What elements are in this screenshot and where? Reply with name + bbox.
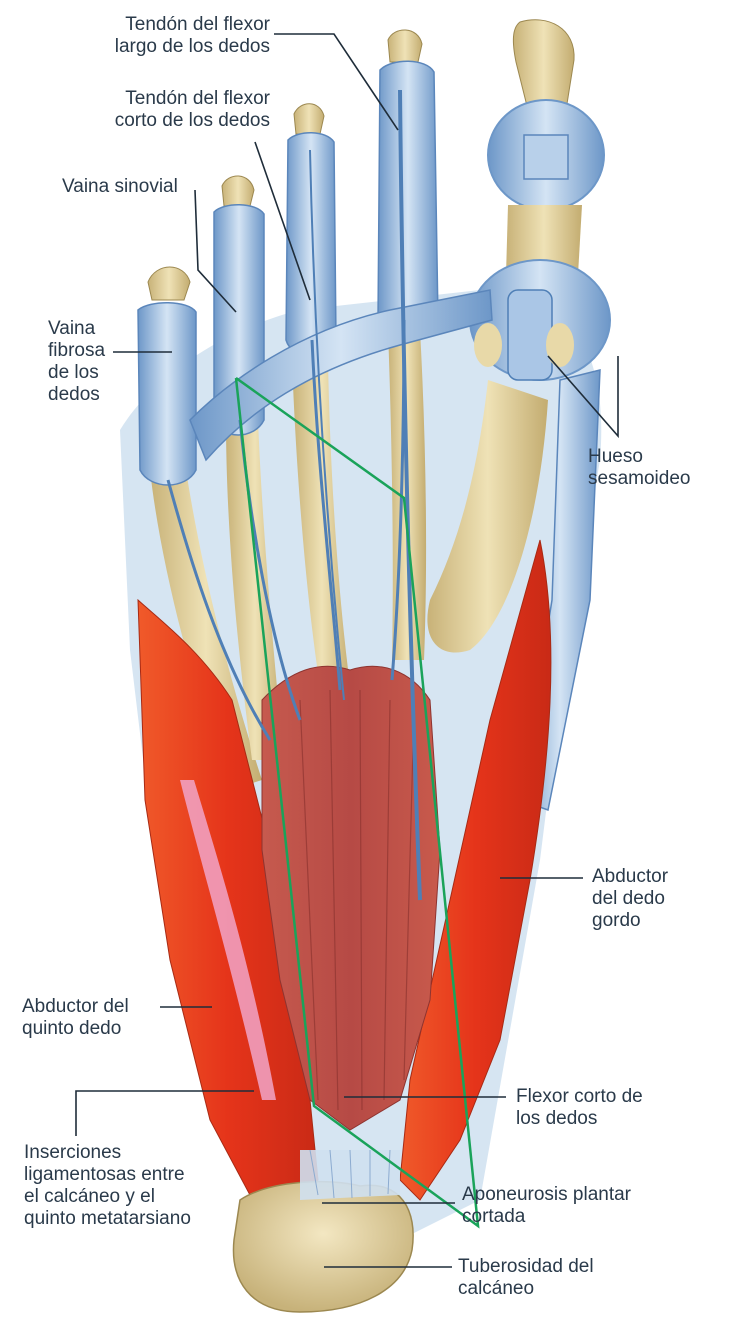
label-line: Tuberosidad del [458, 1256, 594, 1277]
calcaneus-bone [232, 1149, 414, 1313]
label-line: cortada [462, 1206, 526, 1227]
label-line: Flexor corto de [516, 1086, 643, 1107]
label-line: Tendón del flexor [125, 88, 270, 109]
flexor-corto-dedos-muscle [261, 665, 441, 1131]
abductor-quinto-dedo-muscle [137, 598, 319, 1201]
transverse-band [189, 289, 493, 462]
label-line: de los [48, 362, 99, 383]
label-line: calcáneo [458, 1278, 535, 1299]
label-line: corto de los dedos [114, 110, 270, 131]
label-line: Abductor del [22, 996, 129, 1017]
label-line: Tendón del flexor [125, 14, 270, 35]
leader-hueso-sesamoideo [547, 355, 619, 439]
leader-flexor-largo [274, 33, 399, 131]
label-line: sesamoideo [588, 468, 691, 489]
label-vaina-sinovial: Vaina sinovial [62, 176, 178, 198]
label-line: los dedos [516, 1108, 598, 1129]
label-line: dedos [48, 384, 100, 405]
label-line: Hueso [588, 446, 643, 467]
label-vaina-fibrosa: Vaina fibrosa de los dedos [48, 318, 105, 406]
label-line: largo de los dedos [114, 36, 270, 57]
label-tendon-flexor-largo: Tendón del flexor largo de los dedos [60, 14, 270, 58]
leader-lines [75, 33, 619, 1268]
label-abductor-dedo-gordo: Abductor del dedo gordo [592, 866, 668, 932]
label-line: quinto dedo [22, 1018, 122, 1039]
aponeurosis-cut-outline [234, 376, 480, 1229]
leader-inserciones [75, 1090, 254, 1136]
label-line: Vaina [48, 318, 96, 339]
big-toe-bones [469, 19, 611, 381]
label-line: Vaina sinovial [62, 176, 178, 197]
label-aponeurosis-plantar: Aponeurosis plantar cortada [462, 1184, 631, 1228]
label-line: gordo [592, 910, 641, 931]
label-flexor-corto-musculo: Flexor corto de los dedos [516, 1086, 643, 1130]
label-line: fibrosa [48, 340, 106, 361]
flexor-tendons [166, 89, 422, 901]
label-inserciones-ligamentosas: Inserciones ligamentosas entre el calcán… [24, 1142, 191, 1230]
leader-flexor-corto-tendon [254, 141, 311, 301]
label-tendon-flexor-corto: Tendón del flexor corto de los dedos [60, 88, 270, 132]
abductor-dedo-gordo-muscle [399, 539, 552, 1201]
label-hueso-sesamoideo: Hueso sesamoideo [588, 446, 690, 490]
label-line: quinto metatarsiano [24, 1208, 191, 1229]
label-line: el calcáneo y el [24, 1186, 155, 1207]
label-line: ligamentosas entre [24, 1164, 185, 1185]
label-line: del dedo [592, 888, 665, 909]
leader-vaina-sinovial [194, 189, 237, 313]
label-line: Abductor [592, 866, 669, 887]
label-tuberosidad-calcaneo: Tuberosidad del calcáneo [458, 1256, 594, 1300]
label-line: Aponeurosis plantar [462, 1184, 631, 1205]
label-abductor-quinto-dedo: Abductor del quinto dedo [22, 996, 129, 1040]
label-line: Inserciones [24, 1142, 122, 1163]
